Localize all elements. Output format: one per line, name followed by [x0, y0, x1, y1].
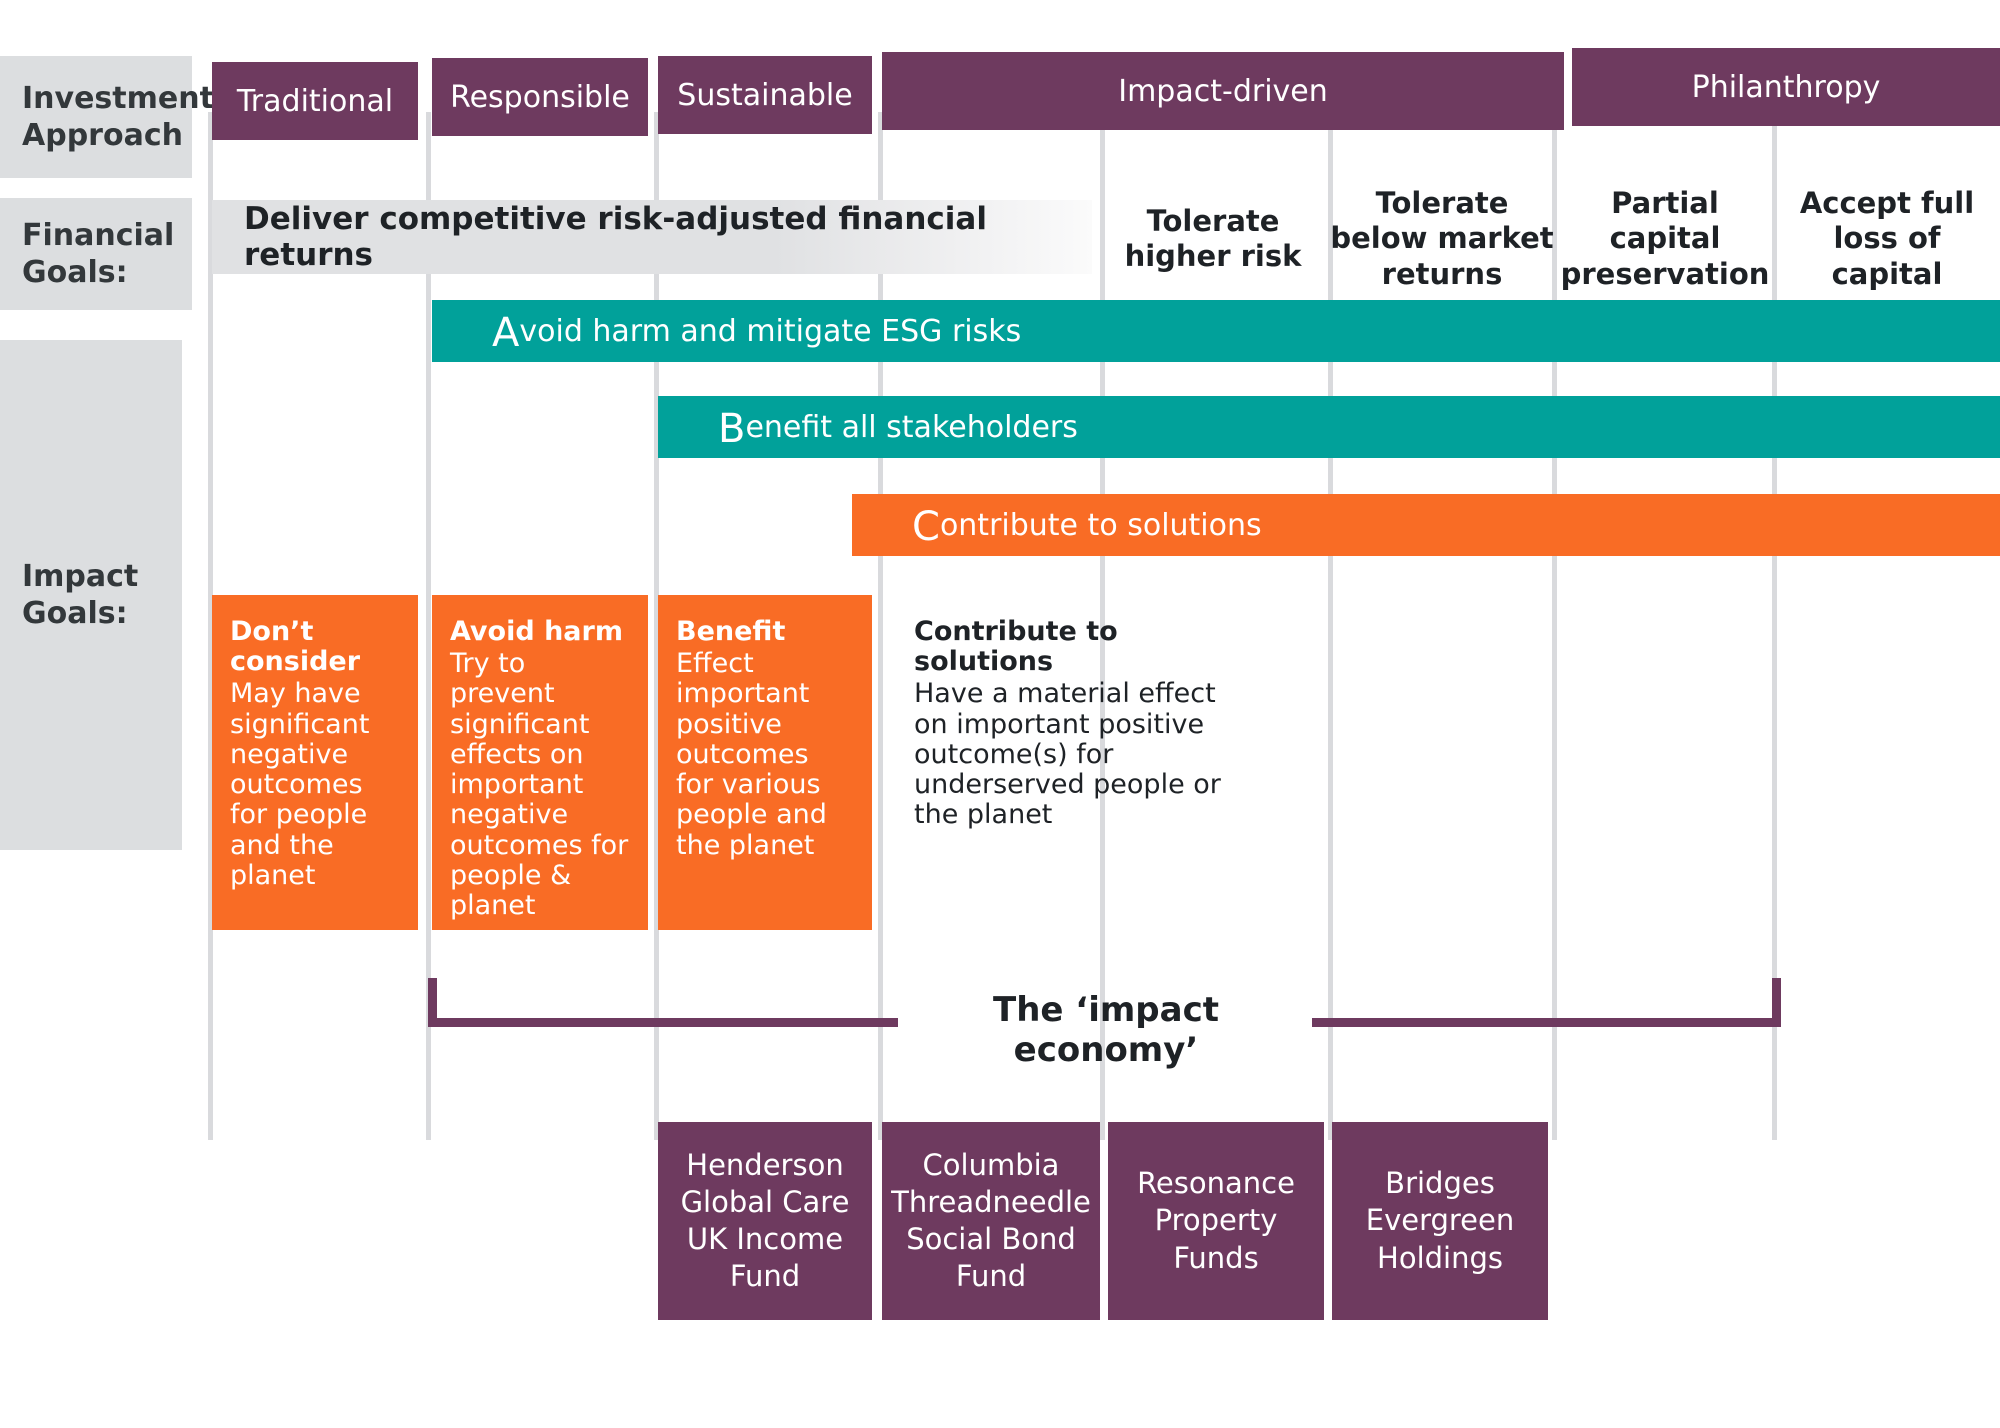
financial-goal-accept-full-loss-of-capital: Accept full loss of capital — [1778, 186, 1996, 291]
approach-header-sustainable[interactable]: Sustainable — [658, 56, 872, 134]
impact-card-title: Contribute to solutions — [914, 616, 1118, 678]
approach-header-philanthropy[interactable]: Philanthropy — [1572, 48, 2000, 126]
impact-bar-a-cap: A — [492, 310, 520, 356]
approach-label: Responsible — [450, 79, 630, 115]
approach-header-traditional[interactable]: Traditional — [212, 62, 418, 140]
financial-goal-text: Tolerate below market returns — [1330, 185, 1554, 291]
gridline-1 — [208, 112, 213, 1140]
row-label-financial-goals: Financial Goals: — [0, 198, 192, 310]
impact-card-body: Have a material effect on important posi… — [914, 678, 1221, 831]
impact-card-benefit: Benefit Effect important positive outcom… — [658, 595, 872, 930]
financial-goal-partial-capital-preservation: Partial capital preservation — [1554, 186, 1776, 291]
impact-card-title: Benefit — [676, 616, 786, 647]
financial-goal-text: Partial capital preservation — [1560, 185, 1770, 291]
impact-card-title: Avoid harm — [450, 616, 623, 647]
gridline-4 — [878, 112, 883, 1140]
gridline-6 — [1328, 112, 1333, 1140]
impact-economy-bracket-left-stem — [428, 978, 437, 1026]
row-label-investment-approach-text: Investment Approach — [22, 80, 214, 154]
impact-bar-c-text: ontribute to solutions — [939, 507, 1262, 543]
row-label-investment-approach: Investment Approach — [0, 56, 214, 178]
gridline-8 — [1772, 112, 1777, 1140]
financial-goal-primary-text: Deliver competitive risk-adjusted financ… — [244, 201, 987, 273]
financial-goal-tolerate-below-market-returns: Tolerate below market returns — [1328, 186, 1556, 291]
approach-label: Sustainable — [677, 77, 853, 113]
approach-header-impact-driven[interactable]: Impact-driven — [882, 52, 1564, 130]
fund-name: Henderson Global Care UK Income Fund — [680, 1147, 850, 1294]
fund-box-columbia-threadneedle[interactable]: Columbia Threadneedle Social Bond Fund — [882, 1122, 1100, 1320]
fund-name: Resonance Property Funds — [1137, 1166, 1295, 1275]
fund-name: Columbia Threadneedle Social Bond Fund — [891, 1147, 1091, 1294]
fund-box-resonance[interactable]: Resonance Property Funds — [1108, 1122, 1324, 1320]
gridline-5 — [1100, 112, 1105, 1140]
impact-card-body: Try to prevent significant effects on im… — [450, 648, 629, 922]
impact-bar-b-text: enefit all stakeholders — [745, 409, 1078, 445]
impact-card-dont-consider: Don’t consider May have significant nega… — [212, 595, 418, 930]
row-label-financial-goals-text: Financial Goals: — [22, 217, 175, 291]
gridline-7 — [1552, 112, 1557, 1140]
gridline-3 — [654, 112, 659, 1140]
impact-economy-bracket-right-arm — [1312, 1018, 1781, 1027]
row-label-impact-goals-text: Impact Goals: — [22, 558, 139, 632]
gridline-2 — [426, 112, 431, 1140]
approach-header-responsible[interactable]: Responsible — [432, 58, 648, 136]
financial-goal-primary: Deliver competitive risk-adjusted financ… — [212, 200, 1092, 274]
approach-label: Philanthropy — [1691, 69, 1881, 105]
impact-bar-c-cap: C — [912, 504, 940, 550]
row-label-impact-goals: Impact Goals: — [0, 340, 182, 850]
financial-goal-text: Tolerate higher risk — [1124, 203, 1302, 273]
impact-economy-bracket-right-stem — [1772, 978, 1781, 1026]
impact-card-body: Effect important positive outcomes for v… — [676, 648, 827, 861]
impact-card-title: Don’t consider — [230, 616, 361, 678]
impact-card-body: May have significant negative outcomes f… — [230, 678, 370, 891]
fund-box-bridges-evergreen[interactable]: Bridges Evergreen Holdings — [1332, 1122, 1548, 1320]
impact-bar-a-text: void harm and mitigate ESG risks — [519, 313, 1022, 349]
approach-label: Traditional — [236, 83, 394, 119]
impact-card-avoid-harm: Avoid harm Try to prevent significant ef… — [432, 595, 648, 930]
fund-box-henderson[interactable]: Henderson Global Care UK Income Fund — [658, 1122, 872, 1320]
financial-goal-text: Accept full loss of capital — [1799, 185, 1975, 291]
approach-label: Impact-driven — [1118, 73, 1328, 109]
fund-name: Bridges Evergreen Holdings — [1365, 1166, 1515, 1275]
impact-economy-label: The ‘impact economy’ — [993, 990, 1219, 1070]
financial-goal-tolerate-higher-risk: Tolerate higher risk — [1100, 196, 1326, 282]
impact-bar-b-cap: B — [718, 406, 746, 452]
impact-economy-bracket-left-arm — [428, 1018, 898, 1027]
impact-card-contribute-to-solutions: Contribute to solutions Have a material … — [896, 595, 1252, 930]
